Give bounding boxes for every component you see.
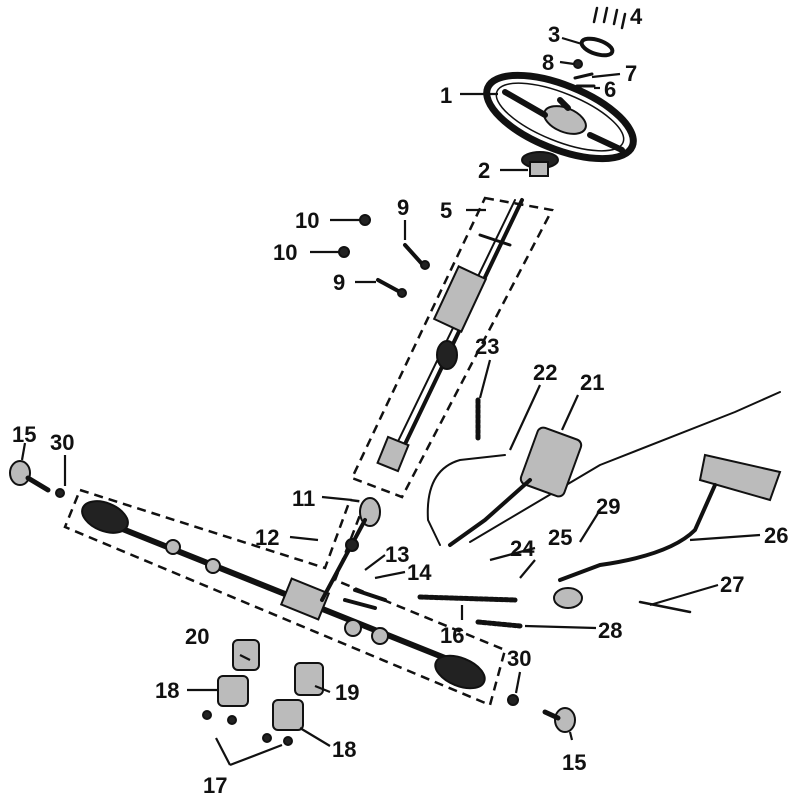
- column-housing-dashed: [350, 196, 554, 499]
- callout-29: 29: [596, 494, 620, 519]
- callout-10-lower: 10: [273, 240, 297, 265]
- hub-screws: [592, 6, 627, 30]
- callout-30-left: 30: [50, 430, 74, 455]
- callout-24: 24: [510, 536, 535, 561]
- column-bushing: [521, 151, 559, 177]
- callout-10-upper: 10: [295, 208, 319, 233]
- rack-clamps: [202, 639, 324, 746]
- callout-13: 13: [385, 542, 409, 567]
- callout-7: 7: [625, 61, 637, 86]
- callout-17: 17: [203, 773, 227, 798]
- throttle-pedal: [448, 426, 583, 547]
- throttle-cable: [426, 391, 781, 546]
- brake-pedal: [553, 453, 782, 609]
- steering-rack: [81, 500, 486, 690]
- callout-22: 22: [533, 360, 557, 385]
- column-bolts: [338, 214, 430, 298]
- callout-18-left: 18: [155, 678, 179, 703]
- steering-wheel: [483, 71, 637, 163]
- callout-20: 20: [185, 624, 209, 649]
- callout-16: 16: [440, 623, 464, 648]
- callout-23: 23: [475, 334, 499, 359]
- callout-27: 27: [720, 572, 744, 597]
- callout-11: 11: [292, 486, 315, 511]
- callout-labels: 1 2 3 4 5 6 7 8 9 9 10 10 11 12 13 14 15…: [12, 4, 788, 798]
- callout-12: 12: [255, 525, 279, 550]
- callout-18-right: 18: [332, 737, 356, 762]
- tie-rod-end-right: [507, 694, 576, 733]
- callout-2: 2: [478, 158, 490, 183]
- callout-19: 19: [335, 680, 359, 705]
- steering-shaft: [376, 198, 524, 473]
- pedal-springs-16-28: [417, 594, 692, 629]
- callout-8: 8: [542, 50, 554, 75]
- callout-5: 5: [440, 198, 452, 223]
- pinion-shaft: [320, 497, 387, 610]
- callout-25: 25: [548, 525, 572, 550]
- callout-15-left: 15: [12, 422, 36, 447]
- callout-9-upper: 9: [397, 195, 409, 220]
- callout-9-lower: 9: [333, 270, 345, 295]
- hub-cap: [579, 36, 615, 58]
- callout-21: 21: [580, 370, 604, 395]
- callout-30-right: 30: [507, 646, 531, 671]
- washer-nut: [573, 59, 596, 88]
- callout-15-right: 15: [562, 750, 586, 775]
- callout-4: 4: [630, 4, 643, 29]
- callout-6: 6: [604, 77, 616, 102]
- callout-3: 3: [548, 22, 560, 47]
- callout-1: 1: [440, 83, 452, 108]
- callout-26: 26: [764, 523, 788, 548]
- callout-28: 28: [598, 618, 622, 643]
- callout-14: 14: [407, 560, 432, 585]
- tie-rod-end-left: [9, 460, 65, 498]
- leader-lines: [20, 36, 761, 767]
